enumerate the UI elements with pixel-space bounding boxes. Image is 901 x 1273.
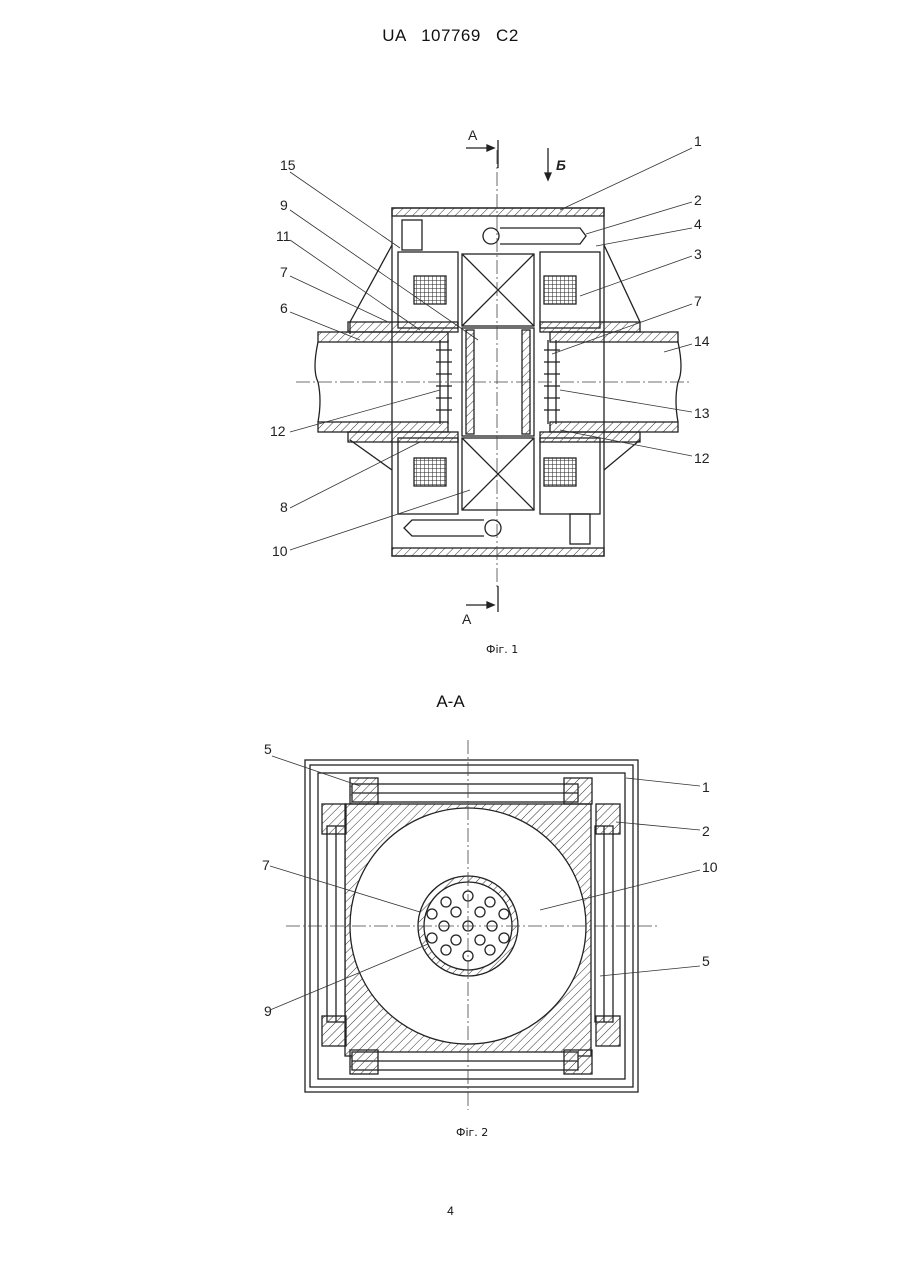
label-2: 2	[702, 823, 710, 839]
label-7: 7	[262, 857, 270, 873]
label-5-left: 5	[264, 741, 272, 757]
label-1: 1	[702, 779, 710, 795]
label-5-right: 5	[702, 953, 710, 969]
label-9: 9	[264, 1003, 272, 1019]
figure-2-caption: Фіг. 2	[456, 1126, 488, 1139]
page-number: 4	[0, 1204, 901, 1218]
label-10: 10	[702, 859, 718, 875]
